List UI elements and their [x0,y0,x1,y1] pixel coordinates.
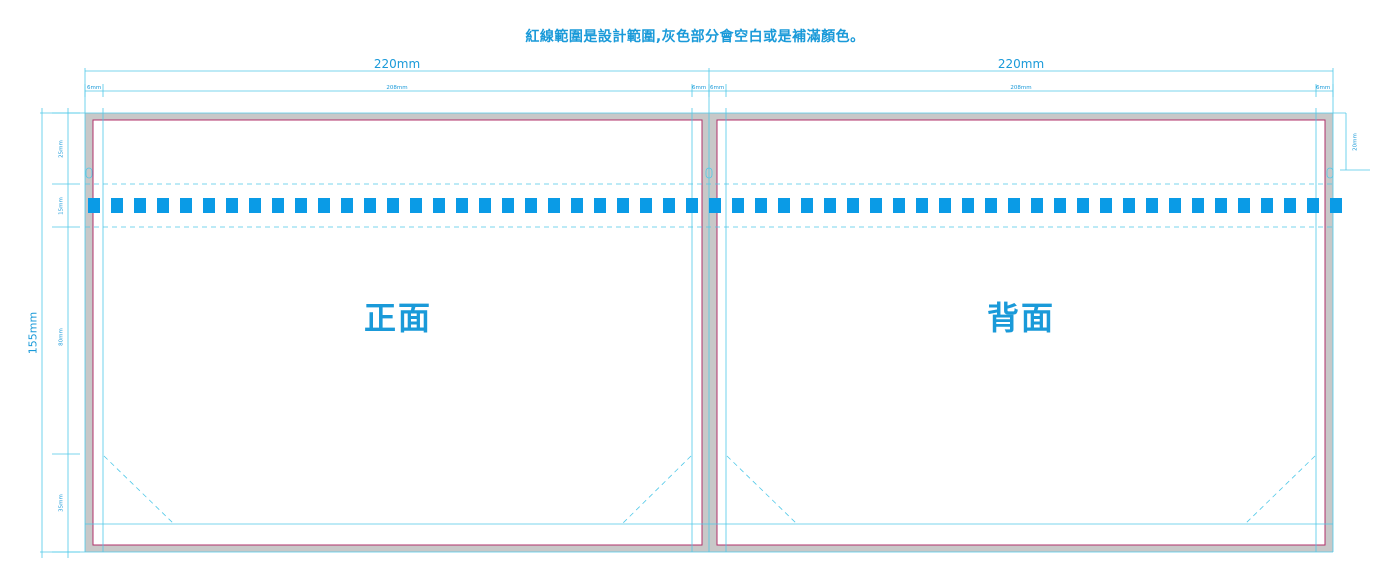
perforation-block [1307,198,1319,213]
perforation-block [1054,198,1066,213]
front-width-label: 220mm [373,57,421,71]
corner-gusset-3 [1244,455,1316,525]
perforation-block [502,198,514,213]
perforation-block [341,198,353,213]
front-margin-right-label: 6mm [692,85,707,91]
height-label: 155mm [26,311,40,355]
back-panel-label: 背面 [986,299,1056,337]
perforation-block [410,198,422,213]
perforation-block [1100,198,1112,213]
perforation-block [1146,198,1158,213]
perforation-block [180,198,192,213]
perforation-block [1031,198,1043,213]
perforation-block [732,198,744,213]
front-panel-area [93,120,702,545]
perforation-block [88,198,100,213]
perforation-block [479,198,491,213]
perforation-block [847,198,859,213]
perforation-block [226,198,238,213]
perforation-block [1284,198,1296,213]
perforation-block [962,198,974,213]
perforation-block [1192,198,1204,213]
perforation-block [387,198,399,213]
perforation-block [939,198,951,213]
perforation-block [870,198,882,213]
segment-top-label: 25mm [58,140,65,158]
front-trim-outline [92,119,703,546]
corner-gusset-0 [103,455,175,525]
perforation-block [1008,198,1020,213]
perforation-block [640,198,652,213]
perforation-block [617,198,629,213]
back-width-label: 220mm [997,57,1045,71]
perforation-block [433,198,445,213]
perforation-strip [88,198,1342,213]
dimension-lines [41,70,1370,558]
perforation-block [364,198,376,213]
hang-hole-2 [1326,167,1334,179]
perforation-block [755,198,767,213]
perforation-block [272,198,284,213]
segment-perforation-label: 15mm [58,197,65,215]
perforation-block [295,198,307,213]
corner-gusset-2 [726,455,798,525]
corner-gusset-1 [621,455,692,525]
perforation-block [203,198,215,213]
right-side-label: 20mm [1352,133,1359,151]
guide-lines [40,68,1346,553]
perforation-block [1261,198,1273,213]
perforation-block [663,198,675,213]
perforation-block [801,198,813,213]
perforation-block [134,198,146,213]
center-margin-label: 6mm [710,85,725,91]
back-trim-outline [716,119,1326,546]
back-margin-right-label: 6mm [1316,85,1331,91]
perforation-block [1330,198,1342,213]
front-inner-label: 208mm [386,85,408,91]
back-panel-area [717,120,1325,545]
perforation-block [456,198,468,213]
perforation-block [916,198,928,213]
perforation-block [318,198,330,213]
perforation-block [1123,198,1135,213]
perforation-block [1169,198,1181,213]
hang-hole-0 [85,167,93,179]
design-area-notice: 紅線範圍是設計範圍,灰色部分會空白或是補滿顏色。 [525,29,865,45]
perforation-block [594,198,606,213]
perforation-block [1077,198,1089,213]
perforation-block [686,198,698,213]
hang-hole-1 [705,167,713,179]
perforation-block [1215,198,1227,213]
trim-lines [92,119,1326,546]
perforation-block [709,198,721,213]
front-margin-left-label: 6mm [87,85,102,91]
perforation-block [548,198,560,213]
segment-body-label: 80mm [58,328,65,346]
segment-bottom-label: 35mm [58,494,65,512]
perforation-block [525,198,537,213]
front-panel-label: 正面 [363,299,433,337]
back-inner-label: 208mm [1010,85,1032,91]
perforation-block [893,198,905,213]
perforation-block [157,198,169,213]
perforation-block [1238,198,1250,213]
perforation-block [985,198,997,213]
perforation-block [249,198,261,213]
perforation-block [111,198,123,213]
perforation-block [824,198,836,213]
perforation-block [571,198,583,213]
perforation-block [778,198,790,213]
